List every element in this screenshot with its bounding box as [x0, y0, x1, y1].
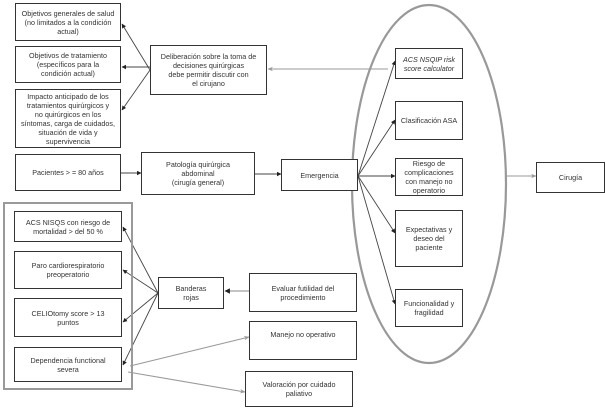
pacientes-box: Pacientes > = 80 años: [15, 154, 121, 191]
emergencia-box: Emergencia: [281, 159, 358, 191]
cirugia-label: Cirugía: [558, 173, 583, 182]
arrow-dependencia-to-manejo: [129, 336, 250, 367]
objetivos-tratamiento-box: Objetivos de tratamiento (específicos pa…: [15, 46, 121, 83]
patologia-label: Patología quirúrgica abdominal (cirugía …: [166, 160, 230, 187]
evaluar-futilidad-label: Evaluar futilidad del procedimiento: [271, 283, 335, 302]
clasificacion-asa-box: Clasificación ASA: [395, 101, 463, 140]
deliberacion-label: Deliberación sobre la toma de decisiones…: [160, 52, 257, 88]
funcionalidad-box: Funcionalidad y fragilidad: [395, 289, 463, 327]
pacientes-label: Pacientes > = 80 años: [32, 168, 104, 177]
deliberacion-box: Deliberación sobre la toma de decisiones…: [150, 45, 267, 95]
banderas-rojas-label: Banderas rojas: [175, 284, 207, 302]
paro-cardiorespiratorio-label: Paro cardiorespiratorio preoperatorio: [31, 261, 105, 279]
emergencia-label: Emergencia: [300, 170, 339, 180]
arrow-emergencia-to-asa: [357, 119, 396, 177]
acs-nisqs-box: ACS NISQS con riesgo de mortalidad > del…: [14, 211, 122, 242]
clasificacion-asa-label: Clasificación ASA: [400, 116, 458, 125]
evaluar-futilidad-box: Evaluar futilidad del procedimiento: [249, 273, 357, 312]
arrow-banderas-to-acs-nisqs: [122, 226, 159, 294]
arrow-banderas-to-paro: [122, 269, 159, 294]
expectativas-box: Expectativas y deseo del paciente: [395, 210, 463, 267]
cirugia-box: Cirugía: [536, 162, 605, 193]
expectativas-label: Expectativas y deseo del paciente: [405, 225, 453, 252]
manejo-no-operativo-label: Manejo no operativo: [270, 330, 336, 339]
celiotomy-score-box: CELIOtomy score > 13 puntos: [14, 298, 122, 337]
acs-nisqs-label: ACS NISQS con riesgo de mortalidad > del…: [25, 217, 111, 236]
arrow-emergencia-to-funcionalidad: [357, 175, 397, 305]
banderas-rojas-box: Banderas rojas: [158, 277, 224, 309]
patologia-box: Patología quirúrgica abdominal (cirugía …: [141, 152, 255, 195]
arrow-emergencia-to-nsqip: [357, 60, 396, 177]
dependencia-funcional-label: Dependencia functional severa: [30, 355, 106, 374]
arrow-banderas-to-celiotomy: [122, 292, 159, 323]
arrow-deliberacion-to-impacto: [121, 69, 151, 111]
arrow-deliberacion-to-objetivos-generales: [121, 23, 151, 71]
manejo-no-operativo-box: Manejo no operativo: [249, 321, 357, 360]
riesgo-complicaciones-box: Riesgo de complicaciones con manejo no o…: [395, 158, 463, 196]
valoracion-paliativo-label: Valoración por cuidado paliativo: [262, 380, 336, 398]
acs-nsqip-box: ACS NSQIP risk score calculator: [395, 48, 463, 79]
impacto-anticipado-label: Impacto anticipado de los tratamientos q…: [21, 91, 115, 146]
red-flags-group-frame: [3, 202, 133, 390]
celiotomy-score-label: CELIOtomy score > 13 puntos: [31, 308, 105, 327]
arrow-dependencia-to-valoracion: [127, 371, 246, 394]
impacto-anticipado-box: Impacto anticipado de los tratamientos q…: [15, 89, 121, 148]
riesgo-complicaciones-label: Riesgo de complicaciones con manejo no o…: [404, 159, 454, 195]
arrow-emergencia-to-expectativas: [357, 175, 396, 234]
acs-nsqip-label: ACS NSQIP risk score calculator: [402, 54, 456, 73]
objetivos-generales-label: Objetivos generales de salud (no limitad…: [21, 8, 115, 36]
objetivos-generales-box: Objetivos generales de salud (no limitad…: [15, 3, 121, 41]
funcionalidad-label: Funcionalidad y fragilidad: [403, 299, 455, 317]
arrow-banderas-to-dependencia: [122, 292, 159, 366]
paro-cardiorespiratorio-box: Paro cardiorespiratorio preoperatorio: [14, 251, 122, 289]
dependencia-funcional-box: Dependencia functional severa: [14, 347, 122, 382]
valoracion-paliativo-box: Valoración por cuidado paliativo: [245, 371, 353, 407]
objetivos-tratamiento-label: Objetivos de tratamiento (específicos pa…: [29, 51, 107, 78]
